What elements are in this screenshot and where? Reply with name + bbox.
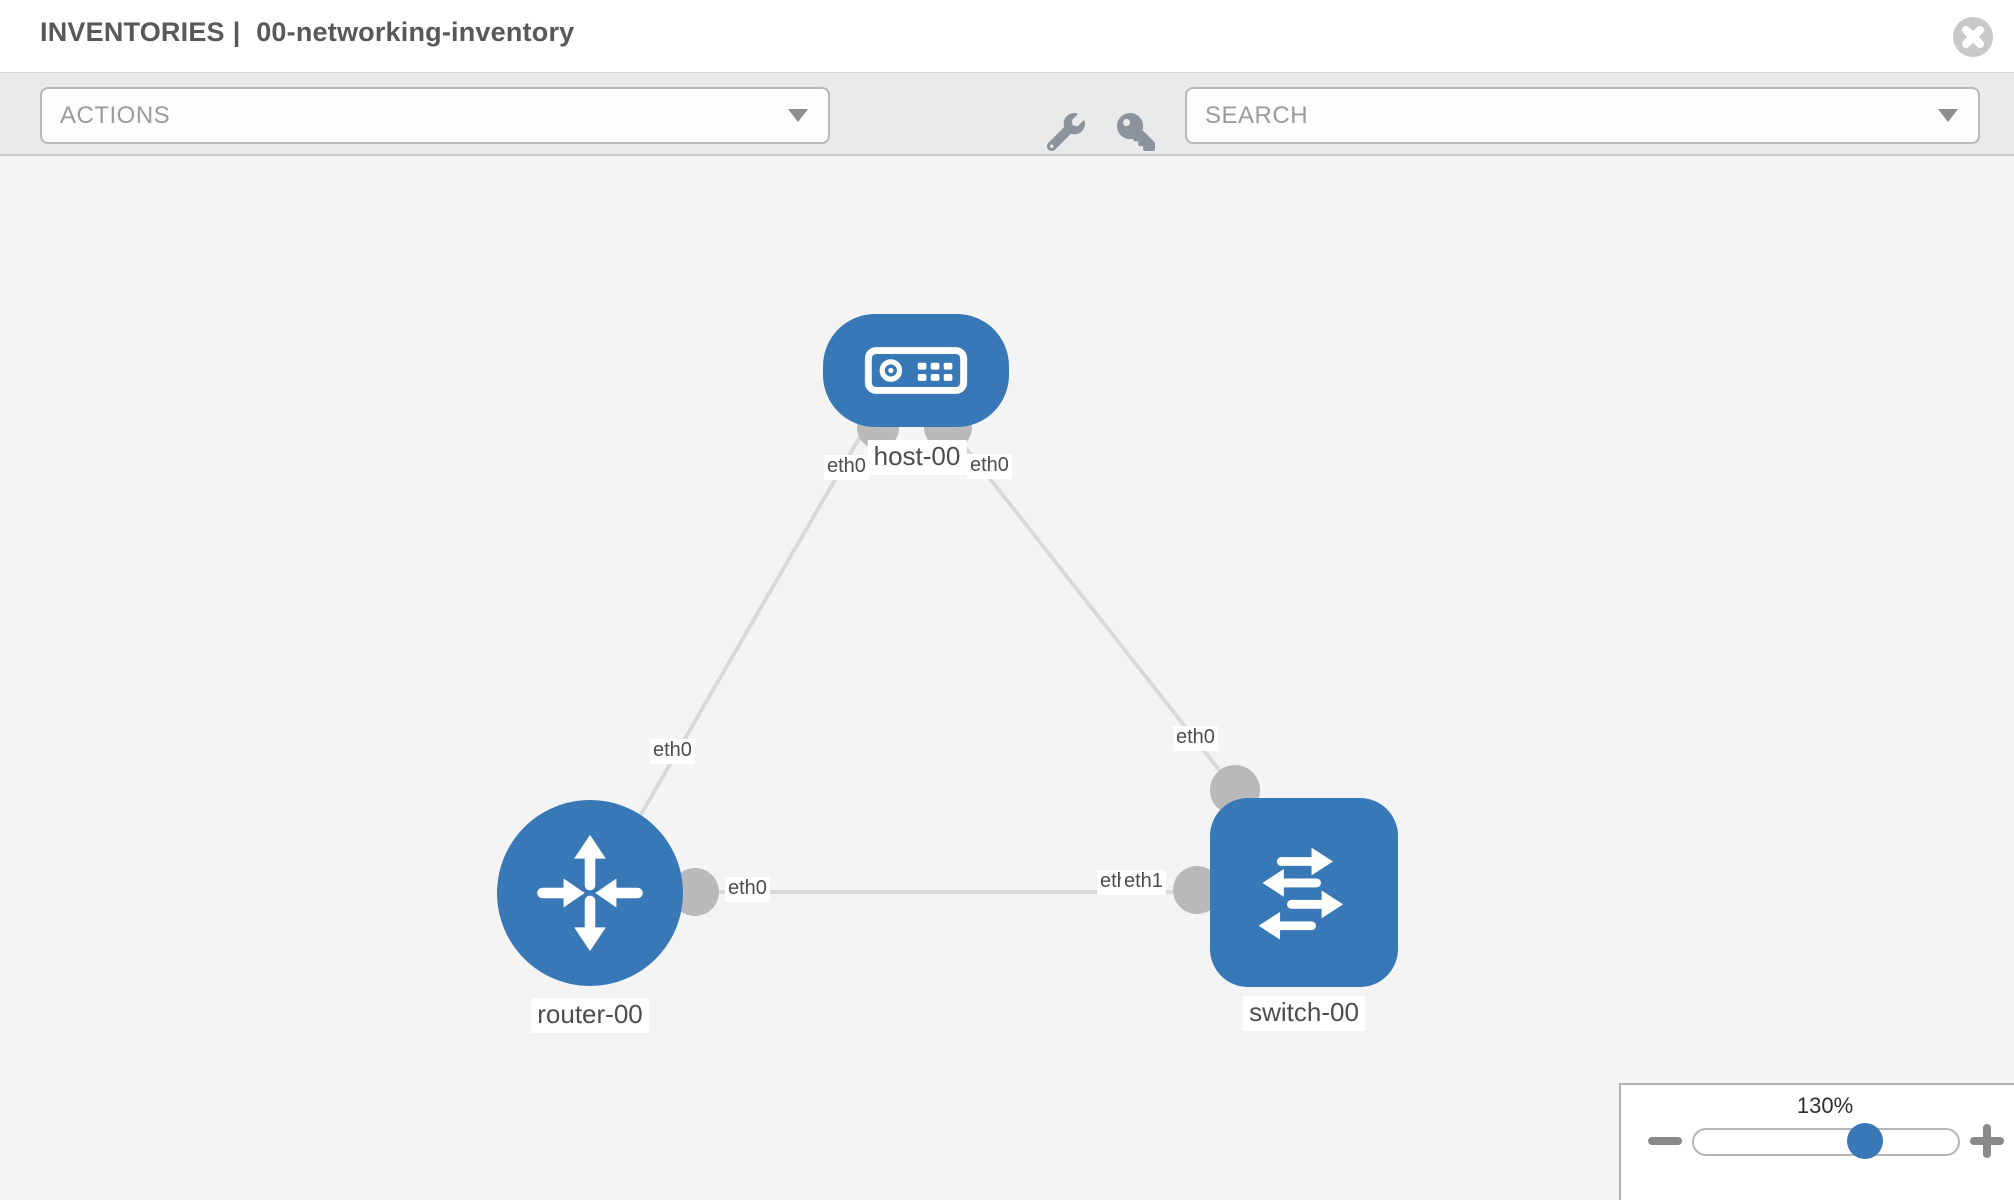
node-host-00[interactable] xyxy=(823,314,1009,427)
close-icon xyxy=(1953,17,1993,57)
interface-label: eth1 xyxy=(1121,870,1166,895)
node-label-router: router-00 xyxy=(531,998,649,1033)
node-router-00[interactable] xyxy=(497,800,683,986)
inventory-name: 00-networking-inventory xyxy=(256,17,575,47)
header: INVENTORIES| 00-networking-inventory xyxy=(0,0,2014,72)
zoom-level-readout: 130% xyxy=(1796,1093,1854,1118)
actions-dropdown[interactable]: ACTIONS xyxy=(40,87,830,144)
wrench-button[interactable] xyxy=(1046,113,1085,152)
links-layer xyxy=(600,403,1300,916)
key-button[interactable] xyxy=(1117,113,1155,151)
endpoint-switch-eth1 xyxy=(1173,866,1221,914)
zoom-slider-thumb[interactable] xyxy=(1847,1123,1883,1159)
page-title: INVENTORIES| 00-networking-inventory xyxy=(40,17,574,48)
chevron-down-icon xyxy=(788,109,808,122)
interface-label: eth0 xyxy=(967,454,1012,479)
plus-icon[interactable] xyxy=(1970,1124,2004,1158)
zoom-slider-track[interactable] xyxy=(1692,1128,1960,1156)
node-label-host: host-00 xyxy=(867,440,967,475)
topology-canvas[interactable]: host-00 router-00 switch-00 eth0 eth0 et… xyxy=(0,156,2014,1200)
search-dropdown[interactable]: SEARCH xyxy=(1185,87,1980,144)
actions-dropdown-label: ACTIONS xyxy=(60,101,171,129)
breadcrumb-separator: | xyxy=(232,17,241,47)
endpoint-router-eth0 xyxy=(671,868,719,916)
zoom-panel: 130% xyxy=(1619,1083,2014,1200)
switch-icon xyxy=(1258,847,1344,940)
key-icon xyxy=(1117,113,1155,151)
host-icon xyxy=(864,347,968,394)
chevron-down-icon xyxy=(1938,109,1958,122)
search-dropdown-label: SEARCH xyxy=(1205,101,1309,129)
interface-label: eth0 xyxy=(824,455,869,480)
router-icon xyxy=(537,834,643,952)
wrench-icon xyxy=(1046,113,1085,152)
breadcrumb: INVENTORIES xyxy=(40,17,225,47)
node-switch-00[interactable] xyxy=(1210,798,1398,987)
minus-icon[interactable] xyxy=(1648,1137,1682,1145)
interface-label: eth0 xyxy=(725,877,770,902)
toolbar: ACTIONS SEARCH xyxy=(0,72,2014,156)
close-button[interactable] xyxy=(1952,16,1994,58)
interface-label: eth0 xyxy=(650,739,695,764)
node-label-switch: switch-00 xyxy=(1243,996,1365,1031)
interface-label: eth0 xyxy=(1173,726,1218,751)
